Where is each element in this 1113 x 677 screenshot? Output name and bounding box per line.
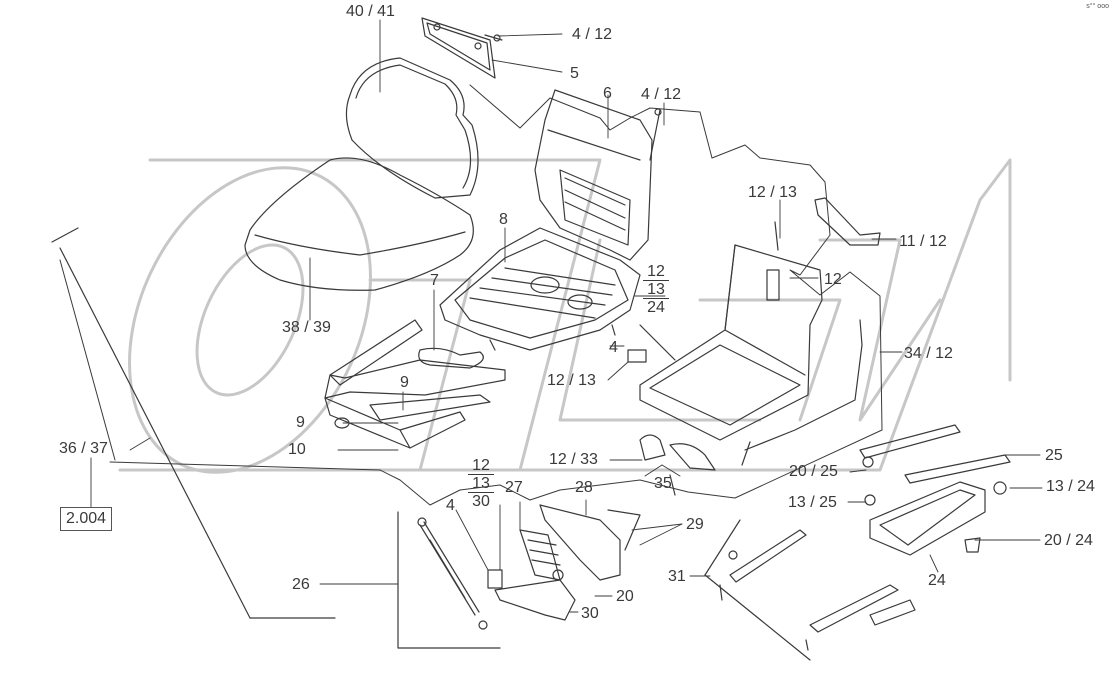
- side-bracket: [814, 197, 881, 246]
- callout-4-mid: 4: [609, 339, 618, 356]
- fraction-line-3: 24: [643, 298, 669, 316]
- callout-8: 8: [499, 211, 508, 228]
- callout-26: 26: [292, 576, 310, 593]
- callout-10: 10: [288, 441, 306, 458]
- leader-36-37-long: [59, 247, 251, 619]
- assembly-outline: [109, 84, 883, 506]
- scissor-frame: [324, 319, 506, 449]
- watermark-logo: [118, 158, 1012, 474]
- seat-base-housing: [639, 221, 823, 441]
- fraction-line-1: 12: [472, 457, 490, 474]
- callout-28: 28: [575, 479, 593, 496]
- callout-24: 24: [928, 572, 946, 589]
- callout-4-12-right: 4 / 12: [641, 86, 682, 103]
- callout-27: 27: [505, 479, 523, 496]
- callout-38-39: 38 / 39: [282, 319, 331, 336]
- slide-rails: [859, 424, 1011, 556]
- callout-5: 5: [570, 65, 579, 82]
- callout-34-12: 34 / 12: [904, 345, 953, 362]
- gas-spring: [397, 511, 501, 649]
- callout-25: 25: [1045, 447, 1063, 464]
- callout-4-12-top: 4 / 12: [572, 26, 613, 43]
- backrest-frame: [534, 89, 653, 261]
- callout-20-low: 20: [616, 588, 634, 605]
- corner-mark: s°° ooo: [1086, 3, 1109, 10]
- fraction-line-2: 13: [643, 280, 669, 298]
- outline-left: [59, 259, 116, 461]
- callout-12-13-mid: 12 / 13: [547, 372, 596, 389]
- callout-36-37: 36 / 37: [59, 440, 108, 457]
- height-mechanism: [487, 504, 641, 621]
- fraction-line-2: 13: [468, 474, 494, 492]
- fraction-line-3: 30: [468, 492, 494, 510]
- seat-cushion: [244, 157, 474, 291]
- callout-35: 35: [654, 475, 672, 492]
- small-hardware: [484, 34, 676, 363]
- callout-31: 31: [668, 568, 686, 585]
- callout-12-13-top: 12 / 13: [748, 184, 797, 201]
- headrest-part: [421, 17, 496, 79]
- release-cable: [741, 319, 863, 466]
- reference-box-2-004[interactable]: 2.004: [60, 507, 113, 531]
- callout-9-a: 9: [400, 374, 409, 391]
- fraction-line-1: 12: [647, 263, 665, 280]
- callout-13-25: 13 / 25: [788, 494, 837, 511]
- callout-12-13-30: 12 13 30: [468, 457, 494, 510]
- callout-30-low: 30: [581, 605, 599, 622]
- callout-20-24: 20 / 24: [1044, 532, 1093, 549]
- base-rails: [704, 519, 916, 661]
- backrest-cushion: [345, 57, 479, 199]
- callout-11-12: 11 / 12: [899, 233, 947, 250]
- callout-7: 7: [430, 272, 439, 289]
- callout-9-b: 9: [296, 414, 305, 431]
- callout-4-low: 4: [446, 497, 455, 514]
- leader-lines: [90, 19, 1043, 613]
- callout-29: 29: [686, 516, 704, 533]
- callout-20-25: 20 / 25: [789, 463, 838, 480]
- callout-13-24: 13 / 24: [1046, 478, 1095, 495]
- callout-12-33: 12 / 33: [549, 451, 598, 468]
- callout-12-right: 12: [824, 271, 842, 288]
- callout-12-13-24: 12 13 24: [643, 263, 669, 316]
- rubber-bumpers: [639, 434, 716, 496]
- leader-36-37: [51, 227, 79, 243]
- callout-6: 6: [603, 85, 612, 102]
- seat-pan: [439, 227, 641, 351]
- callout-40-41: 40 / 41: [346, 3, 395, 20]
